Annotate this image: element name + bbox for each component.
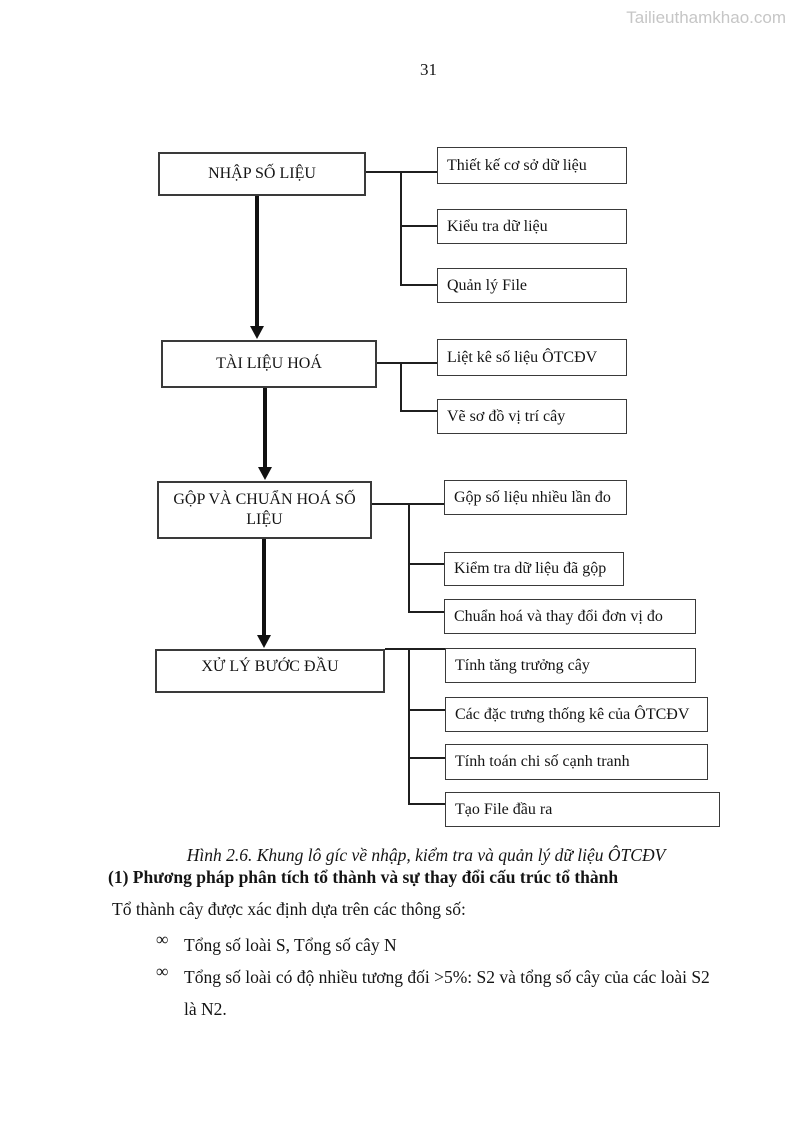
- connector-line: [400, 362, 402, 412]
- flow-child-box: Gộp số liệu nhiều lần đo: [444, 480, 627, 515]
- flow-stage-box-gop-va-chuan-hoa: GỘP VÀ CHUẨN HOÁ SỐ LIỆU: [157, 481, 372, 539]
- connector-line: [408, 709, 445, 711]
- flow-stage-box-nhap-so-lieu: NHẬP SỐ LIỆU: [158, 152, 366, 196]
- down-arrow-icon: [250, 326, 264, 339]
- figure-caption: Hình 2.6. Khung lô gíc về nhập, kiểm tra…: [186, 845, 666, 865]
- flow-child-box: Tạo File đầu ra: [445, 792, 720, 827]
- connector-line: [408, 648, 410, 805]
- flow-stage-box-tai-lieu-hoa: TÀI LIỆU HOÁ: [161, 340, 377, 388]
- bullet-item: ∞ Tổng số loài có độ nhiều tương đối >5%…: [156, 961, 726, 1025]
- flow-child-box: Chuẩn hoá và thay đổi đơn vị đo: [444, 599, 696, 634]
- flow-child-box: Tính toán chi số cạnh tranh: [445, 744, 708, 780]
- connector-line: [408, 757, 445, 759]
- flow-child-box: Vẽ sơ đồ vị trí cây: [437, 399, 627, 434]
- bullet-text: Tổng số loài S, Tổng số cây N: [184, 935, 397, 955]
- connector-line: [408, 503, 410, 613]
- flow-child-box: Kiểu tra dữ liệu: [437, 209, 627, 244]
- bullet-marker: ∞: [156, 929, 169, 949]
- down-arrow-icon: [258, 467, 272, 480]
- connector-line: [408, 803, 445, 805]
- connector-line: [408, 611, 444, 613]
- connector-line: [385, 648, 445, 650]
- flow-child-box: Các đặc trưng thống kê của ÔTCĐV: [445, 697, 708, 732]
- connector-line: [400, 284, 437, 286]
- bullet-item: ∞ Tổng số loài S, Tổng số cây N: [156, 929, 726, 961]
- connector-line: [400, 225, 437, 227]
- connector-line: [400, 410, 437, 412]
- watermark-text: Tailieuthamkhao.com: [626, 8, 786, 27]
- connector-line: [377, 362, 437, 364]
- flow-child-box: Thiết kế cơ sở dữ liệu: [437, 147, 627, 184]
- flow-child-box: Tính tăng trưởng cây: [445, 648, 696, 683]
- down-arrow-line: [262, 539, 266, 636]
- section-heading: (1) Phương pháp phân tích tổ thành và sự…: [108, 867, 619, 887]
- bullet-marker: ∞: [156, 961, 169, 981]
- down-arrow-icon: [257, 635, 271, 648]
- paragraph-intro: Tổ thành cây được xác định dựa trên các …: [112, 899, 466, 919]
- flow-child-box: Quản lý File: [437, 268, 627, 303]
- down-arrow-line: [255, 196, 259, 328]
- flow-child-box: Kiểm tra dữ liệu đã gộp: [444, 552, 624, 586]
- connector-line: [400, 171, 402, 286]
- page-number: 31: [420, 60, 437, 79]
- bullet-text: Tổng số loài có độ nhiều tương đối >5%: …: [184, 967, 710, 1019]
- flow-stage-box-xu-ly-buoc-dau: XỬ LÝ BƯỚC ĐẦU: [155, 649, 385, 693]
- connector-line: [408, 563, 444, 565]
- flow-child-box: Liệt kê số liệu ÔTCĐV: [437, 339, 627, 376]
- down-arrow-line: [263, 388, 267, 468]
